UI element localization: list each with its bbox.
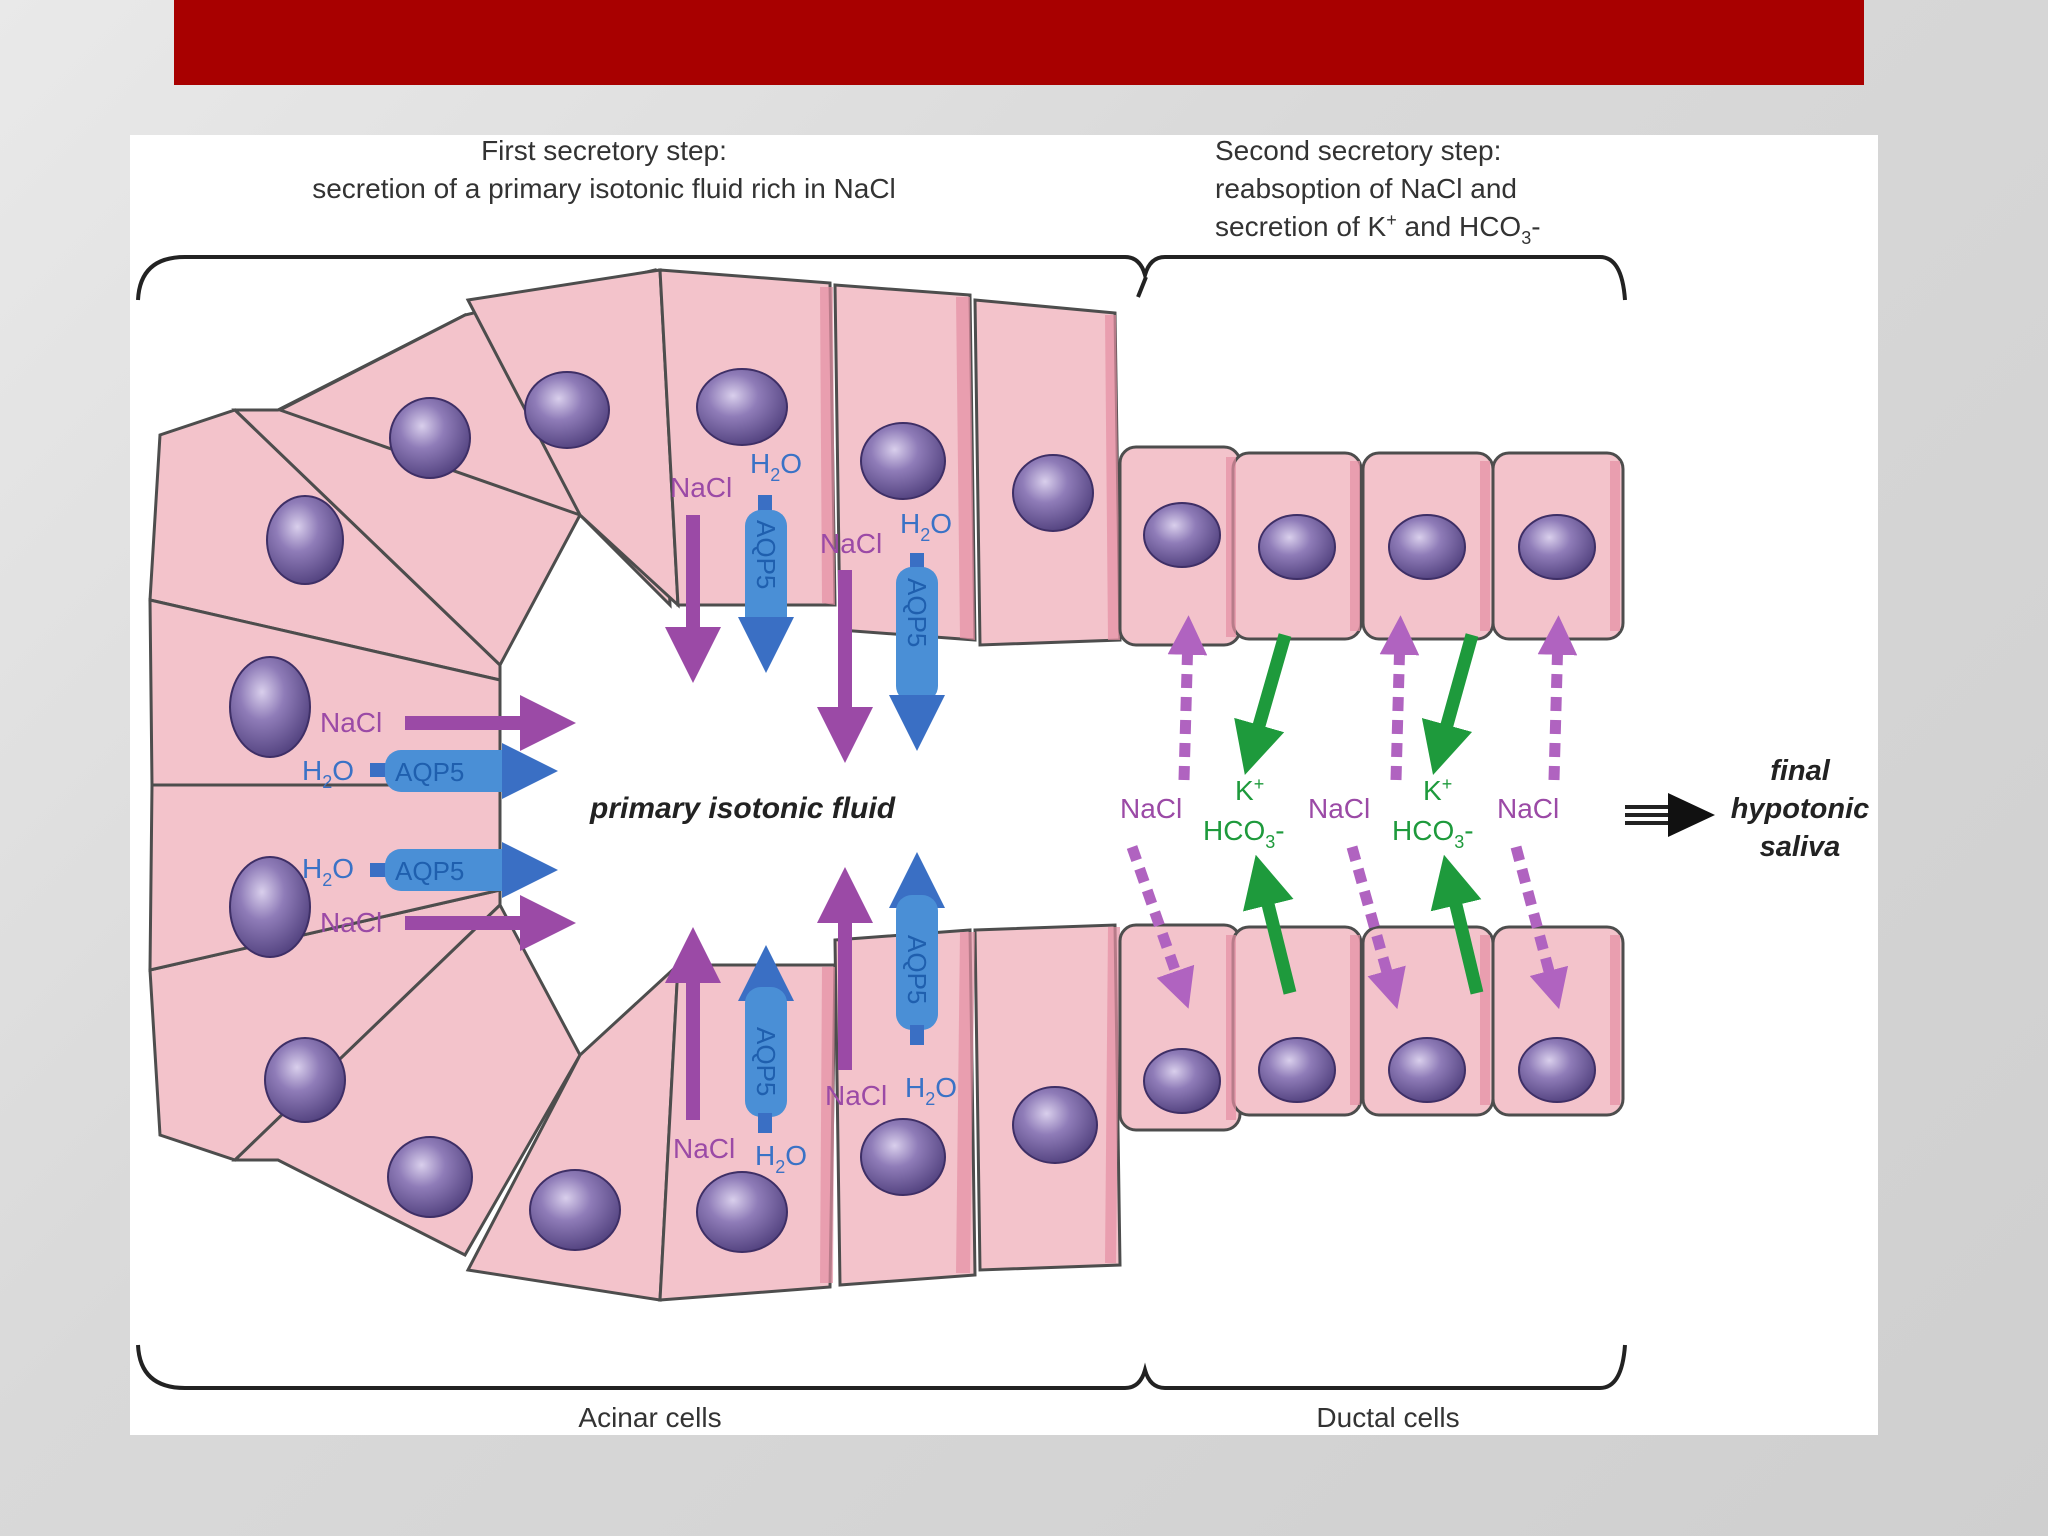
cell-edge-shading <box>820 287 1120 1283</box>
step1-caption-line1: First secretory step: <box>481 135 727 166</box>
ductal-nacl-reabsorption <box>1126 615 1578 1010</box>
h2o-label: H2O <box>900 508 952 545</box>
nacl-label: NaCl <box>320 707 382 738</box>
final-saliva-line3: saliva <box>1760 831 1841 863</box>
nacl-label: NaCl <box>1497 793 1559 824</box>
step2-caption-line3: secretion of K+ and HCO3- <box>1215 210 1541 248</box>
ductal-edge-shading <box>1226 457 1620 1120</box>
saliva-secretion-diagram: First secretory step: secretion of a pri… <box>130 135 1878 1435</box>
final-saliva-line1: final <box>1770 755 1831 787</box>
k-label: K+ <box>1423 774 1452 806</box>
ductal-cells-label: Ductal cells <box>1316 1402 1459 1433</box>
ductal-labels: NaCl NaCl NaCl K+ HCO3- K+ HCO3- <box>1120 774 1559 852</box>
bottom-transport-1: NaCl AQP5 H2O <box>665 927 807 1177</box>
nacl-label: NaCl <box>820 528 882 559</box>
nacl-label: NaCl <box>1120 793 1182 824</box>
h2o-label: H2O <box>905 1072 957 1109</box>
acinar-cells <box>148 268 1122 1302</box>
aqp5-label: AQP5 <box>395 757 464 787</box>
aqp5-label: AQP5 <box>902 935 932 1004</box>
hco3-label: HCO3- <box>1203 815 1285 852</box>
h2o-label: H2O <box>302 755 354 792</box>
final-saliva-line2: hypotonic <box>1731 793 1870 825</box>
step2-caption-line1: Second secretory step: <box>1215 135 1501 166</box>
bottom-transport-2: NaCl AQP5 H2O <box>817 852 957 1111</box>
ductal-k-hco3-secretion <box>1234 633 1484 995</box>
final-saliva-arrow <box>1625 793 1715 837</box>
aqp5-label: AQP5 <box>751 1027 781 1096</box>
nacl-label: NaCl <box>1308 793 1370 824</box>
step2-caption-line2: reabsoption of NaCl and <box>1215 173 1517 204</box>
nacl-label: NaCl <box>673 1133 735 1164</box>
nacl-label: NaCl <box>670 472 732 503</box>
aqp5-label: AQP5 <box>751 520 781 589</box>
cell-nuclei <box>229 368 1596 1253</box>
hco3-label: HCO3- <box>1392 815 1474 852</box>
top-transport-2: NaCl H2O AQP5 <box>817 508 952 763</box>
top-braces <box>136 255 1627 301</box>
bottom-braces <box>136 1344 1627 1390</box>
k-label: K+ <box>1235 774 1264 806</box>
acinar-cells-label: Acinar cells <box>578 1402 721 1433</box>
nacl-label: NaCl <box>320 907 382 938</box>
h2o-label: H2O <box>302 853 354 890</box>
left-upper-transport: NaCl H2O AQP5 <box>302 695 576 799</box>
aqp5-label: AQP5 <box>395 856 464 886</box>
left-lower-transport: H2O AQP5 NaCl <box>302 842 576 951</box>
aqp5-label: AQP5 <box>902 578 932 647</box>
primary-isotonic-fluid-label: primary isotonic fluid <box>589 792 896 825</box>
top-transport-1: NaCl H2O AQP5 <box>665 448 802 683</box>
nacl-label: NaCl <box>825 1080 887 1111</box>
step1-caption-line2: secretion of a primary isotonic fluid ri… <box>312 173 896 204</box>
h2o-label: H2O <box>750 448 802 485</box>
h2o-label: H2O <box>755 1140 807 1177</box>
slide-title-bar <box>174 0 1864 85</box>
